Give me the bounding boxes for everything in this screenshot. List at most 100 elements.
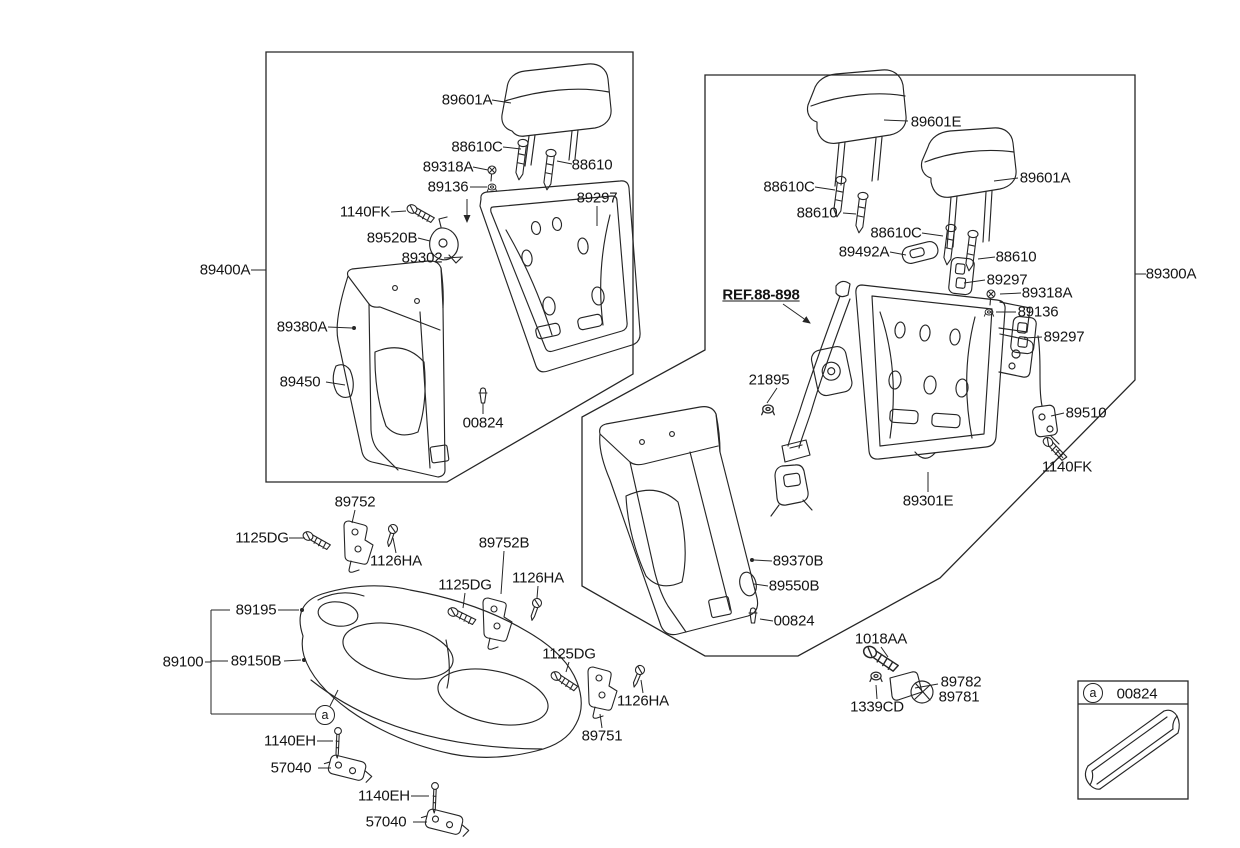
part-label-89318a-right: 89318A <box>1021 284 1073 302</box>
part-label-89601a-left: 89601A <box>441 91 493 109</box>
group-outline-boxes <box>265 51 1189 800</box>
latch-89510-art <box>1032 404 1060 445</box>
part-label-00824-left: 00824 <box>462 414 504 432</box>
part-label-21895: 21895 <box>748 371 790 389</box>
part-label-89297-right-2: 89297 <box>1043 328 1085 346</box>
part-label-89136-left: 89136 <box>427 178 469 196</box>
marker-a-legend-text: a <box>1089 686 1097 700</box>
latch-89520b-art <box>429 216 462 264</box>
part-label-89300a: 89300A <box>1145 265 1197 283</box>
cushion-89370b-art <box>599 406 759 636</box>
part-label-1125dg-2: 1125DG <box>438 576 492 594</box>
plate-57040-icon <box>418 806 473 838</box>
part-label-89301e: 89301E <box>902 492 954 510</box>
part-label-88610c-right-2: 88610C <box>870 224 922 242</box>
headrest-art-left <box>501 63 612 167</box>
part-label-89450: 89450 <box>279 373 321 391</box>
part-label-1125dg-1: 1125DG <box>235 529 289 547</box>
nut-1339cd-icon <box>869 671 883 683</box>
left-assembly-art <box>332 63 641 478</box>
part-label-89781: 89781 <box>938 688 980 706</box>
legend-part-label-00824: 00824 <box>1116 685 1158 703</box>
clip-00824-icon <box>748 607 758 624</box>
screw-89318a-icon <box>487 165 497 182</box>
frame-89301e-art <box>855 284 1034 460</box>
bolt-1125dg-icon <box>445 606 478 626</box>
part-label-89100: 89100 <box>162 653 204 671</box>
bolt-1125dg-icon <box>548 669 581 693</box>
bolt-1140eh-icon <box>431 782 439 814</box>
part-label-89601a-right: 89601A <box>1019 169 1071 187</box>
bracket-89751-icon <box>587 666 618 719</box>
bracket-89100 <box>205 609 315 715</box>
headrest-guide-icon <box>542 148 557 191</box>
screw-1126ha-icon <box>384 523 399 549</box>
part-label-89752b: 89752B <box>478 534 530 552</box>
screw-89318a-icon <box>986 289 996 306</box>
marker-a-cushion-text: a <box>321 708 329 722</box>
part-label-1339cd: 1339CD <box>850 698 904 716</box>
part-label-89400a: 89400A <box>199 261 251 279</box>
hinge-89781-art <box>889 671 934 704</box>
latch-cable <box>1037 335 1043 407</box>
part-label-88610-right-1: 88610 <box>796 204 838 222</box>
marker-a-cushion: a <box>315 705 335 725</box>
headrest-art-89601a-right <box>920 127 1017 249</box>
bracket-89752b-icon <box>482 597 513 650</box>
part-label-1018aa: 1018AA <box>854 630 908 648</box>
right-group-box <box>581 74 1136 657</box>
legend-box <box>1077 680 1189 800</box>
part-89297-art-1 <box>948 256 975 296</box>
leader-lines <box>205 99 1146 823</box>
screw-1126ha-icon <box>630 663 647 690</box>
part-label-89297-left: 89297 <box>576 189 618 207</box>
legend-sleeve-art <box>1084 709 1180 790</box>
clip-00824-icon <box>478 387 488 404</box>
part-label-89297-right-1: 89297 <box>986 271 1028 289</box>
part-label-89136-right: 89136 <box>1017 303 1059 321</box>
seatbelt-art <box>770 280 853 517</box>
part-label-89601e: 89601E <box>910 113 962 131</box>
headrest-guide-icon <box>854 191 869 234</box>
bolt-1140eh-icon <box>334 727 342 759</box>
bolt-1018aa-icon <box>859 643 902 673</box>
part-label-89751: 89751 <box>581 727 623 745</box>
part-label-88610-right-2: 88610 <box>995 248 1037 266</box>
left-group-box <box>265 51 634 483</box>
part-label-88610c-right-1: 88610C <box>763 178 815 196</box>
headrest-art-89601e <box>806 69 907 187</box>
part-label-1126ha-2: 1126HA <box>512 569 564 587</box>
marker-a-legend: a <box>1083 683 1103 703</box>
bracket-89752-icon <box>343 520 374 573</box>
part-label-89195: 89195 <box>235 601 277 619</box>
part-label-1125dg-3: 1125DG <box>542 645 596 663</box>
pad-89492a-art <box>901 241 939 264</box>
part-label-1126ha-1: 1126HA <box>370 552 422 570</box>
part-label-89370b: 89370B <box>772 552 824 570</box>
part-label-1140fk-right: 1140FK <box>1041 458 1093 476</box>
ref-arrow <box>782 303 811 324</box>
part-label-89302: 89302 <box>401 249 443 267</box>
frame-89302-art <box>479 180 641 373</box>
part-label-57040-2: 57040 <box>365 813 407 831</box>
part-label-89550b: 89550B <box>768 577 820 595</box>
cushion-assembly-art <box>299 520 934 838</box>
part-label-1126ha-3: 1126HA <box>617 692 669 710</box>
part-89297-art-2 <box>1010 315 1037 355</box>
part-label-89492a: 89492A <box>838 243 890 261</box>
bolt-1125dg-icon <box>300 529 333 551</box>
cushion-89100-art <box>299 585 582 758</box>
part-label-00824-right: 00824 <box>773 612 815 630</box>
part-label-1140fk-left: 1140FK <box>339 203 391 221</box>
part-label-88610-left: 88610 <box>571 156 613 174</box>
nut-89136-icon <box>486 183 498 192</box>
part-label-89318a-left: 89318A <box>422 158 474 176</box>
part-label-89520b: 89520B <box>366 229 418 247</box>
part-label-89510: 89510 <box>1065 404 1107 422</box>
part-label-89150b: 89150B <box>230 652 282 670</box>
bolt-1140fk-icon <box>404 202 437 224</box>
cushion-89380a-art <box>332 260 450 478</box>
part-label-1140eh-2: 1140EH <box>358 787 410 805</box>
